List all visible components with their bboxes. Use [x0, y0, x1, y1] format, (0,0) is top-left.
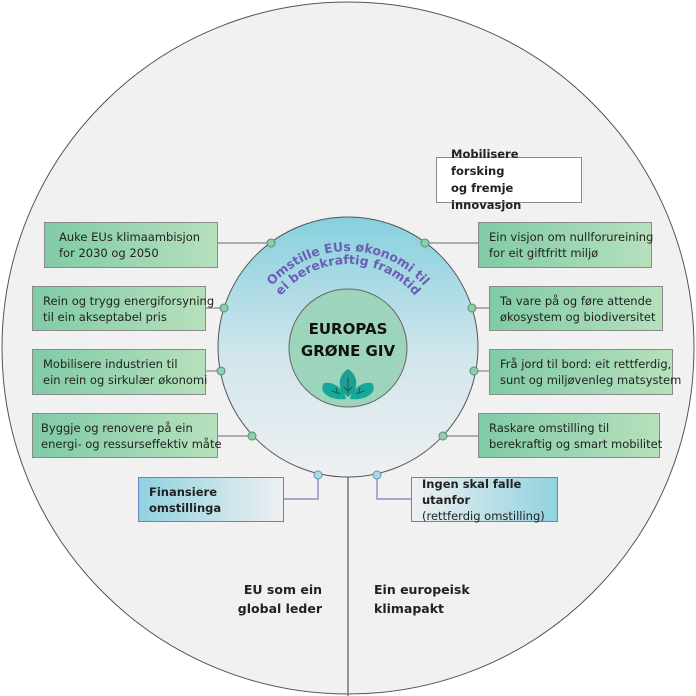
goal-box-zero-pollution: Ein visjon om nullforureining for eit gi…	[478, 222, 654, 268]
finance-box-label: Finansiere omstillinga	[149, 484, 222, 515]
just-box-title: Ingen skal falle utanfor	[422, 476, 522, 507]
bottom-right-label: Ein europeisk klimapakt	[374, 580, 494, 618]
research-box-line1: Mobilisere forsking	[451, 147, 519, 178]
goal-box-energy: Rein og trygg energiforsyning til ein ak…	[32, 286, 215, 331]
box-line2: sunt og miljøvenleg matsystem	[500, 373, 682, 387]
goal-box-buildings: Byggje og renovere på ein energi- og res…	[32, 413, 222, 458]
center-title: EUROPAS GRØNE GIV	[289, 318, 407, 362]
box-line2: økosystem og biodiversitet	[500, 309, 656, 324]
box-line1: Ta vare på og føre attende	[500, 293, 652, 308]
box-line1: Ein visjon om nullforureining	[489, 230, 654, 244]
goal-box-biodiversity: Ta vare på og føre attende økosystem og …	[489, 286, 663, 331]
center-title-line2: GRØNE GIV	[300, 342, 396, 360]
bottom-left-label: EU som ein global leder	[222, 580, 322, 618]
just-transition-box: Ingen skal falle utanfor (rettferdig oms…	[411, 476, 558, 523]
box-line1: Rein og trygg energiforsyning	[43, 293, 215, 308]
label-line1: Ein europeisk	[374, 582, 470, 597]
box-line2: til ein akseptabel pris	[43, 309, 167, 324]
just-box-subtitle: (rettferdig omstilling)	[422, 508, 545, 523]
box-line2: ein rein og sirkulær økonomi	[43, 373, 208, 387]
box-line1: Auke EUs klimaambisjon	[59, 230, 201, 244]
box-line1: Byggje og renovere på ein	[41, 420, 193, 435]
research-box-line2: og fremje innovasjon	[451, 181, 522, 212]
goal-box-farm-to-fork: Frå jord til bord: eit rettferdig, sunt …	[489, 349, 682, 395]
center-title-line1: EUROPAS	[308, 320, 388, 338]
box-line2: energi- og ressurseffektiv måte	[41, 436, 222, 451]
label-line1: EU som ein	[243, 582, 322, 597]
finance-box: Finansiere omstillinga	[138, 477, 284, 522]
leaf-icon	[322, 369, 374, 400]
box-line2: for eit giftfritt miljø	[489, 246, 599, 260]
goal-box-industry: Mobilisere industrien til ein rein og si…	[32, 349, 208, 395]
label-line2: global leder	[237, 601, 322, 616]
label-line2: klimapakt	[374, 601, 445, 616]
research-box: Mobilisere forsking og fremje innovasjon	[436, 147, 582, 212]
connector-dots	[216, 238, 479, 480]
box-line2: for 2030 og 2050	[59, 246, 159, 260]
goal-box-climate-ambition: Auke EUs klimaambisjon for 2030 og 2050	[44, 222, 218, 268]
goal-box-mobility: Raskare omstilling til berekraftig og sm…	[478, 413, 663, 458]
box-line1: Raskare omstilling til	[489, 420, 610, 435]
box-line1: Frå jord til bord: eit rettferdig,	[500, 357, 672, 371]
core-circle	[288, 288, 408, 408]
box-line1: Mobilisere industrien til	[43, 357, 178, 371]
box-line2: berekraftig og smart mobilitet	[489, 436, 663, 451]
